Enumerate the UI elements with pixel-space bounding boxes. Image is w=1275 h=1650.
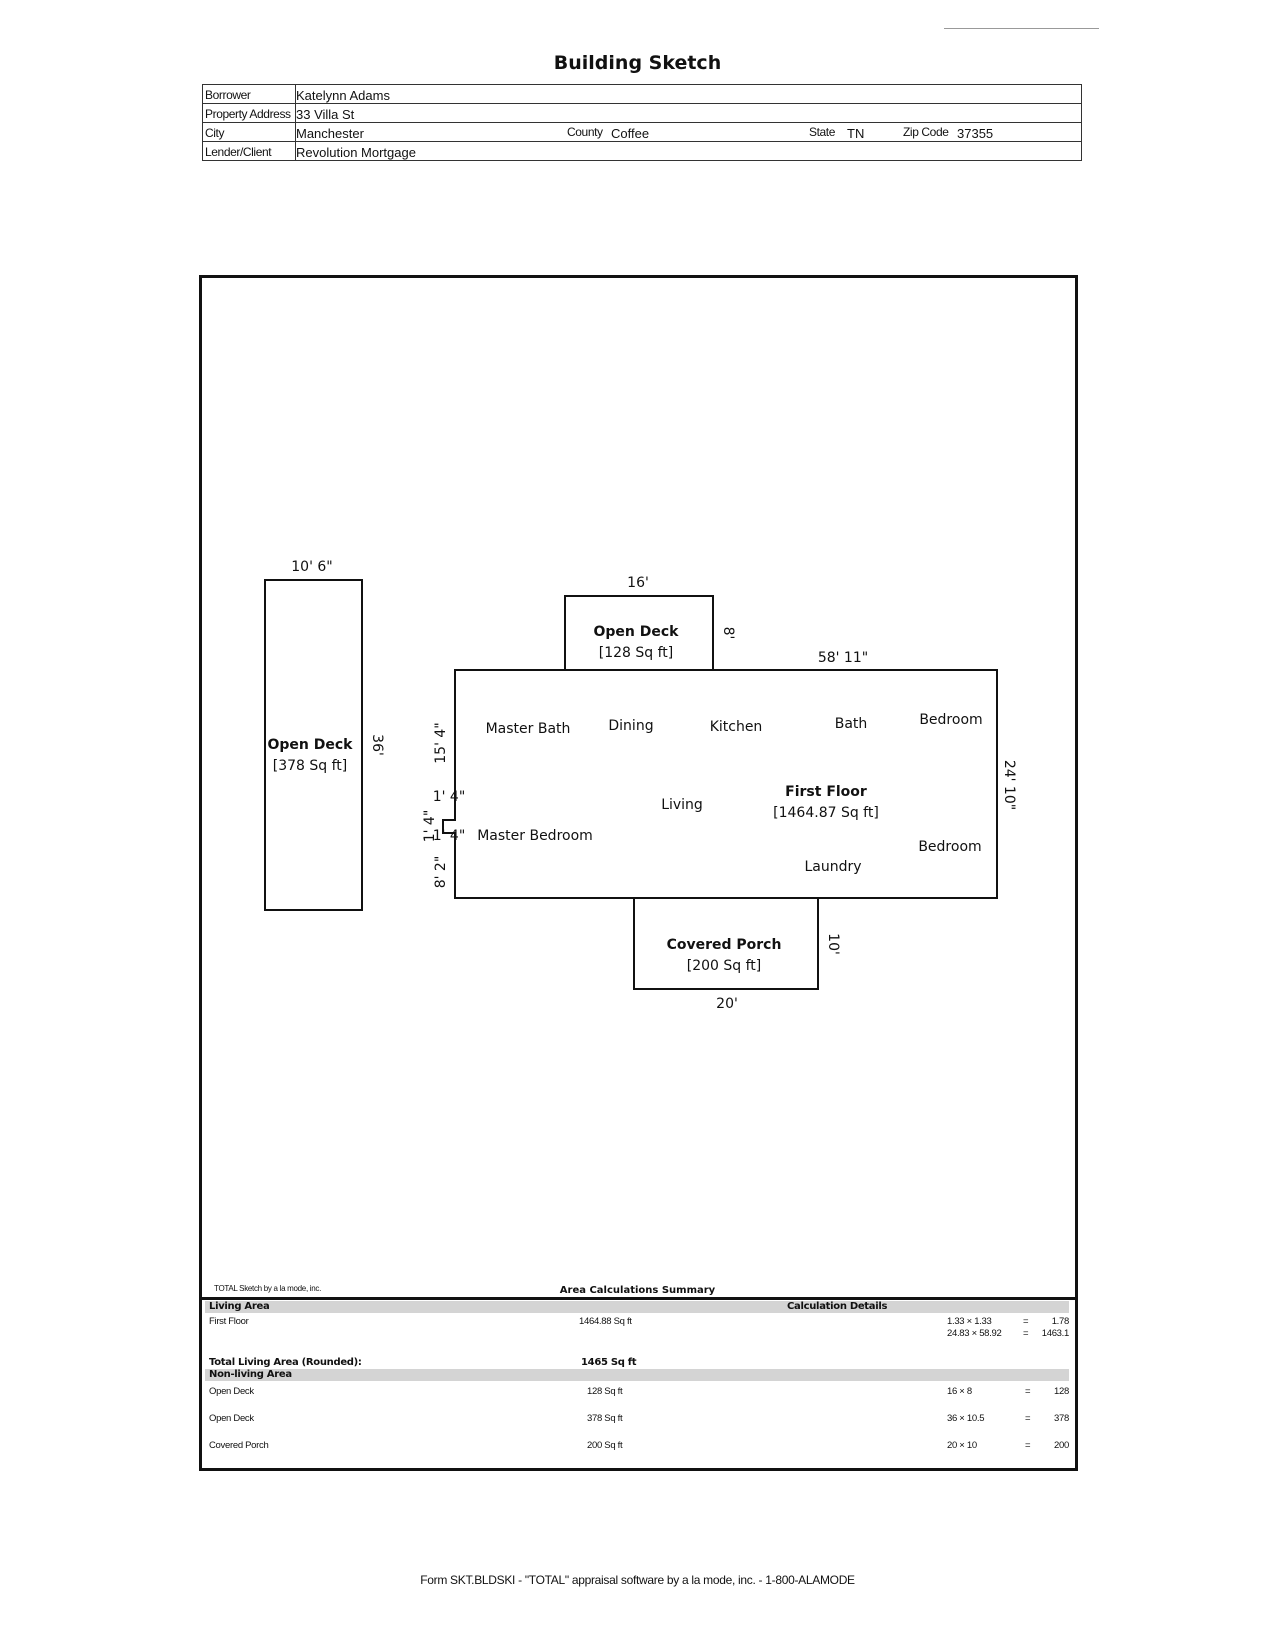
room-master-bedroom: Master Bedroom xyxy=(477,828,593,844)
page-footer: Form SKT.BLDSKI - "TOTAL" appraisal soft… xyxy=(420,1573,855,1587)
nonliving-row-3-value: 200 xyxy=(1054,1440,1069,1451)
deck-left-width-dim: 10' 6" xyxy=(291,559,332,575)
nonliving-row-1-label: Open Deck xyxy=(209,1386,254,1397)
deck-left-height-dim: 36' xyxy=(369,734,385,756)
sketch-frame xyxy=(199,275,1078,1471)
porch-name: Covered Porch xyxy=(667,937,782,953)
notch-dim-bottom: 1' 4" xyxy=(433,828,466,844)
living-area-header-bar xyxy=(205,1301,1069,1313)
zip-label: Zip Code xyxy=(903,125,949,139)
deck-left-name: Open Deck xyxy=(268,737,354,753)
nonliving-row-2-label: Open Deck xyxy=(209,1413,254,1424)
total-living-value: 1465 Sq ft xyxy=(581,1357,637,1368)
non-living-header-bar xyxy=(205,1369,1069,1381)
county-value: Coffee xyxy=(611,126,650,141)
lender-value: Revolution Mortgage xyxy=(296,145,416,160)
notch-dim-side: 1' 4" xyxy=(422,810,438,843)
room-bath: Bath xyxy=(835,716,868,732)
calc-2-eq: = xyxy=(1023,1328,1029,1339)
nonliving-row-1-area: 128 Sq ft xyxy=(587,1386,623,1397)
porch-area: [200 Sq ft] xyxy=(687,958,762,974)
main-width-dim: 58' 11" xyxy=(818,650,868,666)
first-floor-outline xyxy=(442,669,998,899)
city-value: Manchester xyxy=(296,126,364,141)
room-living: Living xyxy=(661,797,703,813)
deck-top-width-dim: 16' xyxy=(627,575,649,591)
open-deck-left-outline xyxy=(264,579,363,911)
calc-1-value: 1.78 xyxy=(1051,1316,1070,1327)
calc-1-expr: 1.33 × 1.33 xyxy=(947,1316,992,1327)
porch-width-dim: 20' xyxy=(716,996,738,1012)
nonliving-row-3-eq: = xyxy=(1025,1440,1031,1451)
living-area-header: Living Area xyxy=(209,1301,270,1312)
address-value: 33 Villa St xyxy=(296,107,355,122)
header-row-address: Property Address 33 Villa St xyxy=(203,104,1081,123)
main-height-dim: 24' 10" xyxy=(1001,760,1017,810)
area-summary-title: Area Calculations Summary xyxy=(559,1285,716,1296)
borrower-label: Borrower xyxy=(203,85,296,103)
nonliving-row-3-label: Covered Porch xyxy=(209,1440,269,1451)
sketch-credit: TOTAL Sketch by a la mode, inc. xyxy=(214,1284,322,1293)
nonliving-row-2-area: 378 Sq ft xyxy=(587,1413,623,1424)
porch-height-dim: 10' xyxy=(825,933,841,955)
header-table: Borrower Katelynn Adams Property Address… xyxy=(202,84,1082,161)
zip-value: 37355 xyxy=(957,126,994,141)
room-bedroom-2: Bedroom xyxy=(918,839,981,855)
room-bedroom-1: Bedroom xyxy=(919,712,982,728)
borrower-value: Katelynn Adams xyxy=(296,88,390,103)
first-floor-label: First Floor xyxy=(209,1316,249,1327)
state-value: TN xyxy=(847,126,865,141)
notch-dim-top: 1' 4" xyxy=(433,789,466,805)
deck-top-name: Open Deck xyxy=(594,624,680,640)
nonliving-row-2-eq: = xyxy=(1025,1413,1031,1424)
nonliving-row-1-value: 128 xyxy=(1054,1386,1069,1397)
main-left-dim-bottom: 8' 2" xyxy=(433,856,449,889)
nonliving-row-1-eq: = xyxy=(1025,1386,1031,1397)
nonliving-row-2-calc: 36 × 10.5 xyxy=(947,1413,985,1424)
header-row-borrower: Borrower Katelynn Adams xyxy=(203,85,1081,104)
deck-left-area: [378 Sq ft] xyxy=(273,758,348,774)
county-label: County xyxy=(567,125,603,139)
room-laundry: Laundry xyxy=(804,859,861,875)
deck-top-height-dim: 8' xyxy=(720,627,736,640)
area-calculations-table: Living Area Calculation Details First Fl… xyxy=(199,1297,1078,1471)
header-row-lender: Lender/Client Revolution Mortgage xyxy=(203,142,1081,160)
nonliving-row-1-calc: 16 × 8 xyxy=(947,1386,972,1397)
header-row-city: City Manchester County Coffee State TN Z… xyxy=(203,123,1081,142)
main-left-dim-top: 15' 4" xyxy=(433,722,449,763)
main-area: [1464.87 Sq ft] xyxy=(773,805,879,821)
total-living-label: Total Living Area (Rounded): xyxy=(209,1357,362,1368)
address-label: Property Address xyxy=(203,104,296,122)
page-title: Building Sketch xyxy=(553,52,722,74)
nonliving-row-3-calc: 20 × 10 xyxy=(947,1440,977,1451)
room-dining: Dining xyxy=(608,718,653,734)
nonliving-row-2-value: 378 xyxy=(1054,1413,1069,1424)
deck-top-area: [128 Sq ft] xyxy=(599,645,674,661)
room-master-bath: Master Bath xyxy=(486,721,571,737)
main-name: First Floor xyxy=(785,784,867,800)
nonliving-row-3-area: 200 Sq ft xyxy=(587,1440,623,1451)
covered-porch-outline xyxy=(633,897,819,990)
top-corner-line xyxy=(944,28,1099,29)
calc-2-value: 1463.1 xyxy=(1041,1328,1070,1339)
calc-1-eq: = xyxy=(1023,1316,1029,1327)
state-label: State xyxy=(809,125,836,139)
city-label: City xyxy=(203,123,296,141)
room-kitchen: Kitchen xyxy=(710,719,763,735)
first-floor-area: 1464.88 Sq ft xyxy=(579,1316,632,1327)
calculation-details-header: Calculation Details xyxy=(787,1301,888,1312)
lender-label: Lender/Client xyxy=(203,142,296,160)
non-living-header: Non-living Area xyxy=(209,1369,292,1380)
calc-2-expr: 24.83 × 58.92 xyxy=(947,1328,1002,1339)
